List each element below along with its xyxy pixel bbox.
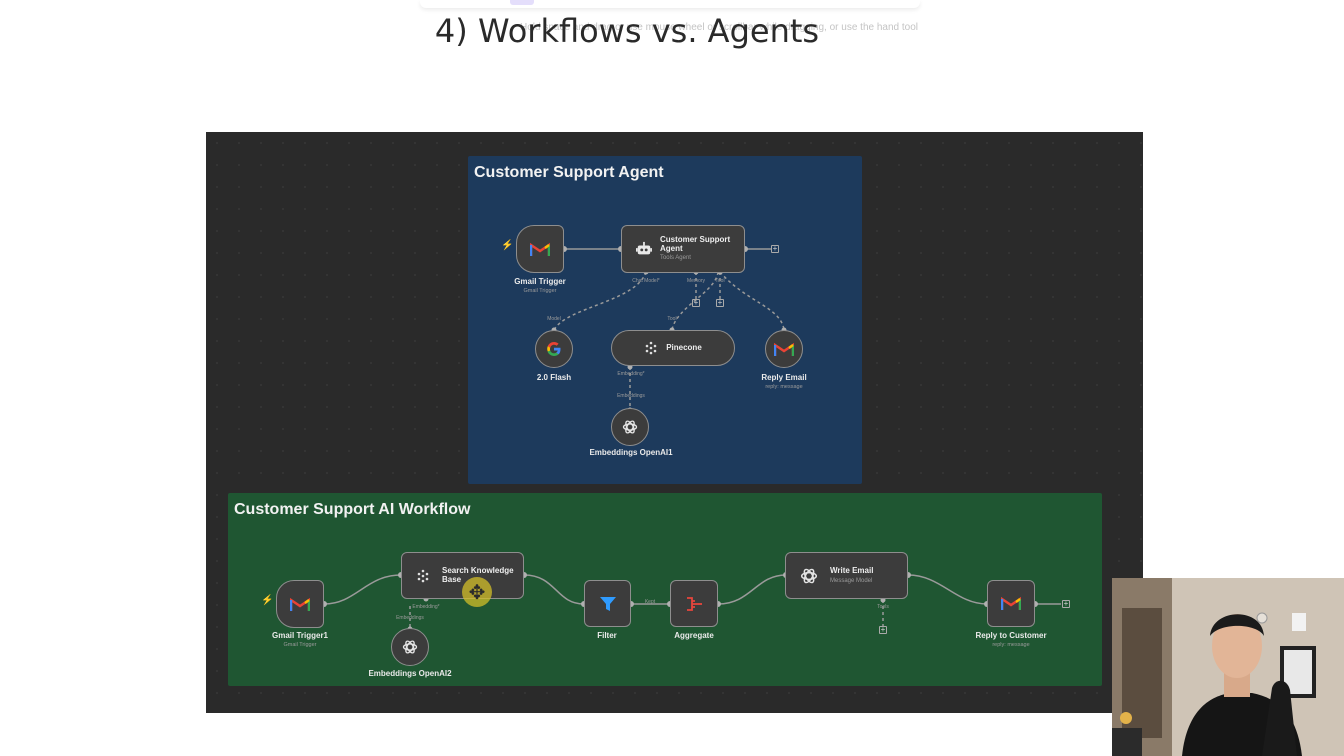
pinecone-icon (417, 569, 429, 582)
model-tag-label: Model (547, 316, 561, 322)
canvas-hint: Hold space and drag or use mouse wheel o… (520, 22, 919, 33)
reply-email-sub: reply: message (765, 384, 803, 390)
workflow-group-title: Customer Support AI Workflow (234, 501, 471, 518)
tool-port-label: Tool (715, 278, 725, 284)
agent-add-output-plus-icon[interactable]: + (771, 244, 779, 253)
aggregate-label: Aggregate (674, 631, 714, 640)
workflow-gmail-trigger-sub: Gmail Trigger (283, 642, 317, 648)
aggregate-node[interactable] (670, 580, 718, 627)
agent-node-sub: Tools Agent (659, 255, 691, 262)
search-kb-embedding-port: Embedding* (412, 604, 440, 610)
gemini-flash-node[interactable] (535, 330, 573, 368)
tool-tag-label: Tool (667, 316, 677, 322)
write-email-sub: Message Model (830, 577, 873, 584)
customer-support-agent-node[interactable]: Customer Support Agent Tools Agent (621, 225, 745, 273)
agent-group[interactable]: Customer Support Agent (468, 156, 862, 484)
workflow-group[interactable]: Customer Support AI Workflow (228, 493, 1102, 686)
agent-embeddings-label: Embeddings OpenAI1 (589, 448, 673, 457)
filter-kept-tag: Kept (644, 599, 656, 605)
write-email-add-tool-plus-icon[interactable]: + (879, 625, 887, 634)
workflow-gmail-trigger-label: Gmail Trigger1 (271, 631, 329, 640)
agent-group-title: Customer Support Agent (474, 164, 664, 181)
tool-add-plus-icon[interactable]: + (716, 298, 724, 307)
pinecone-node[interactable]: Pinecone (611, 330, 735, 366)
agent-gmail-trigger-sub: Gmail Trigger (523, 288, 557, 294)
workflow-gmail-trigger-node[interactable] (276, 580, 324, 628)
reply-email-node[interactable] (765, 330, 803, 368)
memory-add-plus-icon[interactable]: + (692, 298, 700, 307)
write-email-title: Write Email (830, 566, 874, 576)
filter-label: Filter (597, 631, 617, 640)
write-email-tools-port: Tools (877, 604, 889, 610)
pinecone-embedding-port-label: Embedding* (617, 371, 645, 377)
move-cursor-icon: ✥ (462, 577, 492, 607)
trigger-bolt-icon: ⚡ (501, 240, 514, 251)
reply-email-label: Reply Email (761, 373, 807, 382)
slide-title: 4) Workflows vs. Agents (434, 12, 820, 50)
openai-icon (800, 568, 818, 583)
app-top-toolbar (420, 0, 920, 8)
memory-port-label: Memory (686, 278, 706, 284)
agent-node-title: Customer Support Agent (659, 235, 731, 253)
workflow-embeddings-label: Embeddings OpenAI2 (368, 669, 452, 678)
workflow-embeddings-openai-node[interactable] (391, 628, 429, 666)
chat-model-port-label: Chat Model* (632, 278, 660, 284)
gmail-icon (1001, 596, 1021, 610)
reply-to-customer-sub: reply: message (992, 642, 1030, 648)
aggregate-icon (687, 596, 702, 611)
filter-node[interactable] (584, 580, 631, 627)
trigger-bolt-icon: ⚡ (261, 595, 274, 606)
agent-gmail-trigger-label: Gmail Trigger (514, 277, 566, 286)
agent-embeddings-openai-node[interactable] (611, 408, 649, 446)
workflow-add-output-plus-icon[interactable]: + (1062, 599, 1070, 608)
toolbar-chip[interactable] (510, 0, 534, 5)
pinecone-title: Pinecone (666, 342, 702, 352)
gmail-icon (290, 597, 310, 611)
robot-icon (636, 241, 652, 255)
reply-to-customer-node[interactable] (987, 580, 1035, 627)
search-kb-embeddings-tag: Embeddings (396, 615, 424, 621)
gmail-icon (774, 342, 794, 356)
pinecone-icon (645, 341, 657, 355)
reply-to-customer-label: Reply to Customer (975, 631, 1047, 640)
workflow-canvas[interactable]: Customer Support Agent Customer Support … (206, 132, 1143, 713)
write-email-node[interactable]: Write Email Message Model (785, 552, 908, 599)
agent-gmail-trigger-node[interactable] (516, 225, 564, 273)
gemini-flash-label: 2.0 Flash (536, 373, 572, 382)
gmail-icon (530, 242, 550, 256)
presenter-webcam (1112, 578, 1344, 756)
presenter-video-frame (1112, 578, 1344, 756)
filter-funnel-icon (599, 596, 616, 611)
pinecone-embeddings-tag: Embeddings (617, 393, 645, 399)
google-icon (547, 342, 561, 356)
openai-icon (402, 640, 418, 654)
search-kb-title: Search Knowledge Base (442, 566, 514, 584)
openai-icon (622, 420, 638, 434)
